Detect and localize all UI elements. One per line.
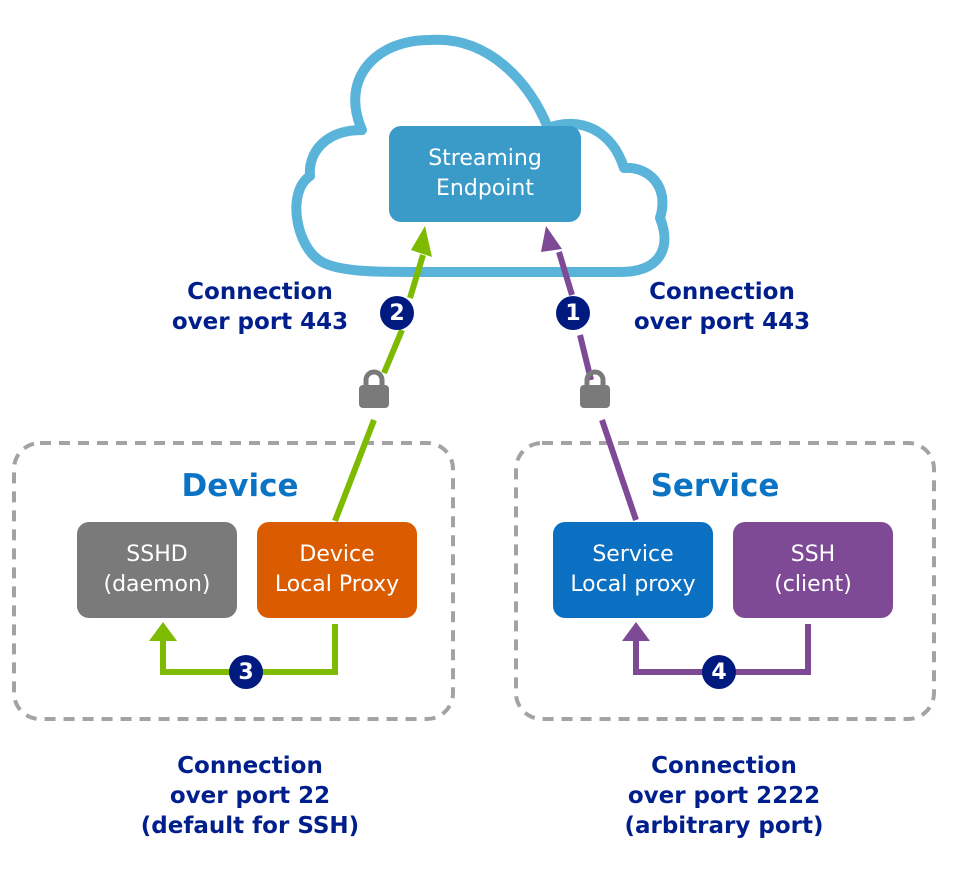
device-local-proxy-box: Device Local Proxy bbox=[257, 522, 417, 618]
device-group-title: Device bbox=[181, 468, 299, 504]
service-group-title: Service bbox=[650, 468, 780, 504]
step-badge-2: 2 bbox=[380, 296, 414, 330]
streaming-endpoint-box: Streaming Endpoint bbox=[389, 126, 581, 222]
left-connection-label: Connection over port 443 bbox=[171, 279, 349, 335]
step-badge-1: 1 bbox=[556, 296, 590, 330]
lock-icon bbox=[359, 369, 389, 408]
streaming-endpoint-line1: Streaming bbox=[428, 146, 542, 171]
streaming-endpoint-line2: Endpoint bbox=[436, 176, 534, 201]
port-2222-label: Connection over port 2222 (arbitrary por… bbox=[624, 753, 824, 839]
service-group-border bbox=[514, 441, 936, 721]
green-arrowhead bbox=[411, 226, 432, 257]
ssh-client-box: SSH (client) bbox=[733, 522, 893, 618]
port-22-label: Connection over port 22 (default for SSH… bbox=[140, 753, 360, 839]
purple-arrowhead bbox=[541, 226, 562, 252]
right-connection-label: Connection over port 443 bbox=[633, 279, 811, 335]
step4-arrowhead bbox=[622, 622, 650, 641]
step-badge-3: 3 bbox=[229, 655, 263, 689]
step3-arrowhead bbox=[149, 622, 177, 641]
green-connection-arrow bbox=[332, 254, 426, 523]
service-local-proxy-box: Service Local proxy bbox=[553, 522, 713, 618]
cloud-outline bbox=[291, 34, 670, 277]
step-badge-4: 4 bbox=[702, 655, 736, 689]
device-group-border bbox=[12, 441, 455, 721]
lock-icon bbox=[580, 369, 610, 408]
sshd-box: SSHD (daemon) bbox=[77, 522, 237, 618]
